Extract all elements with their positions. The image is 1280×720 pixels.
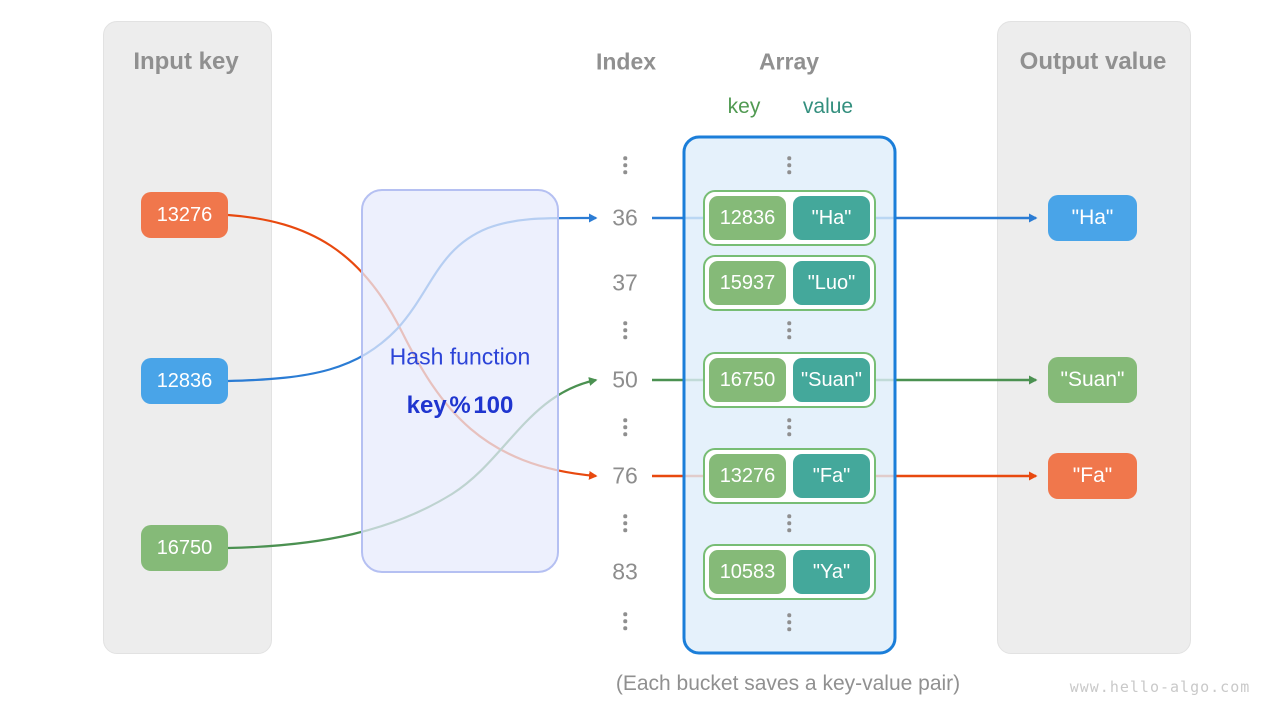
array-container bbox=[682, 135, 897, 655]
output-value-panel bbox=[997, 21, 1191, 654]
hash-function-box bbox=[361, 189, 559, 573]
